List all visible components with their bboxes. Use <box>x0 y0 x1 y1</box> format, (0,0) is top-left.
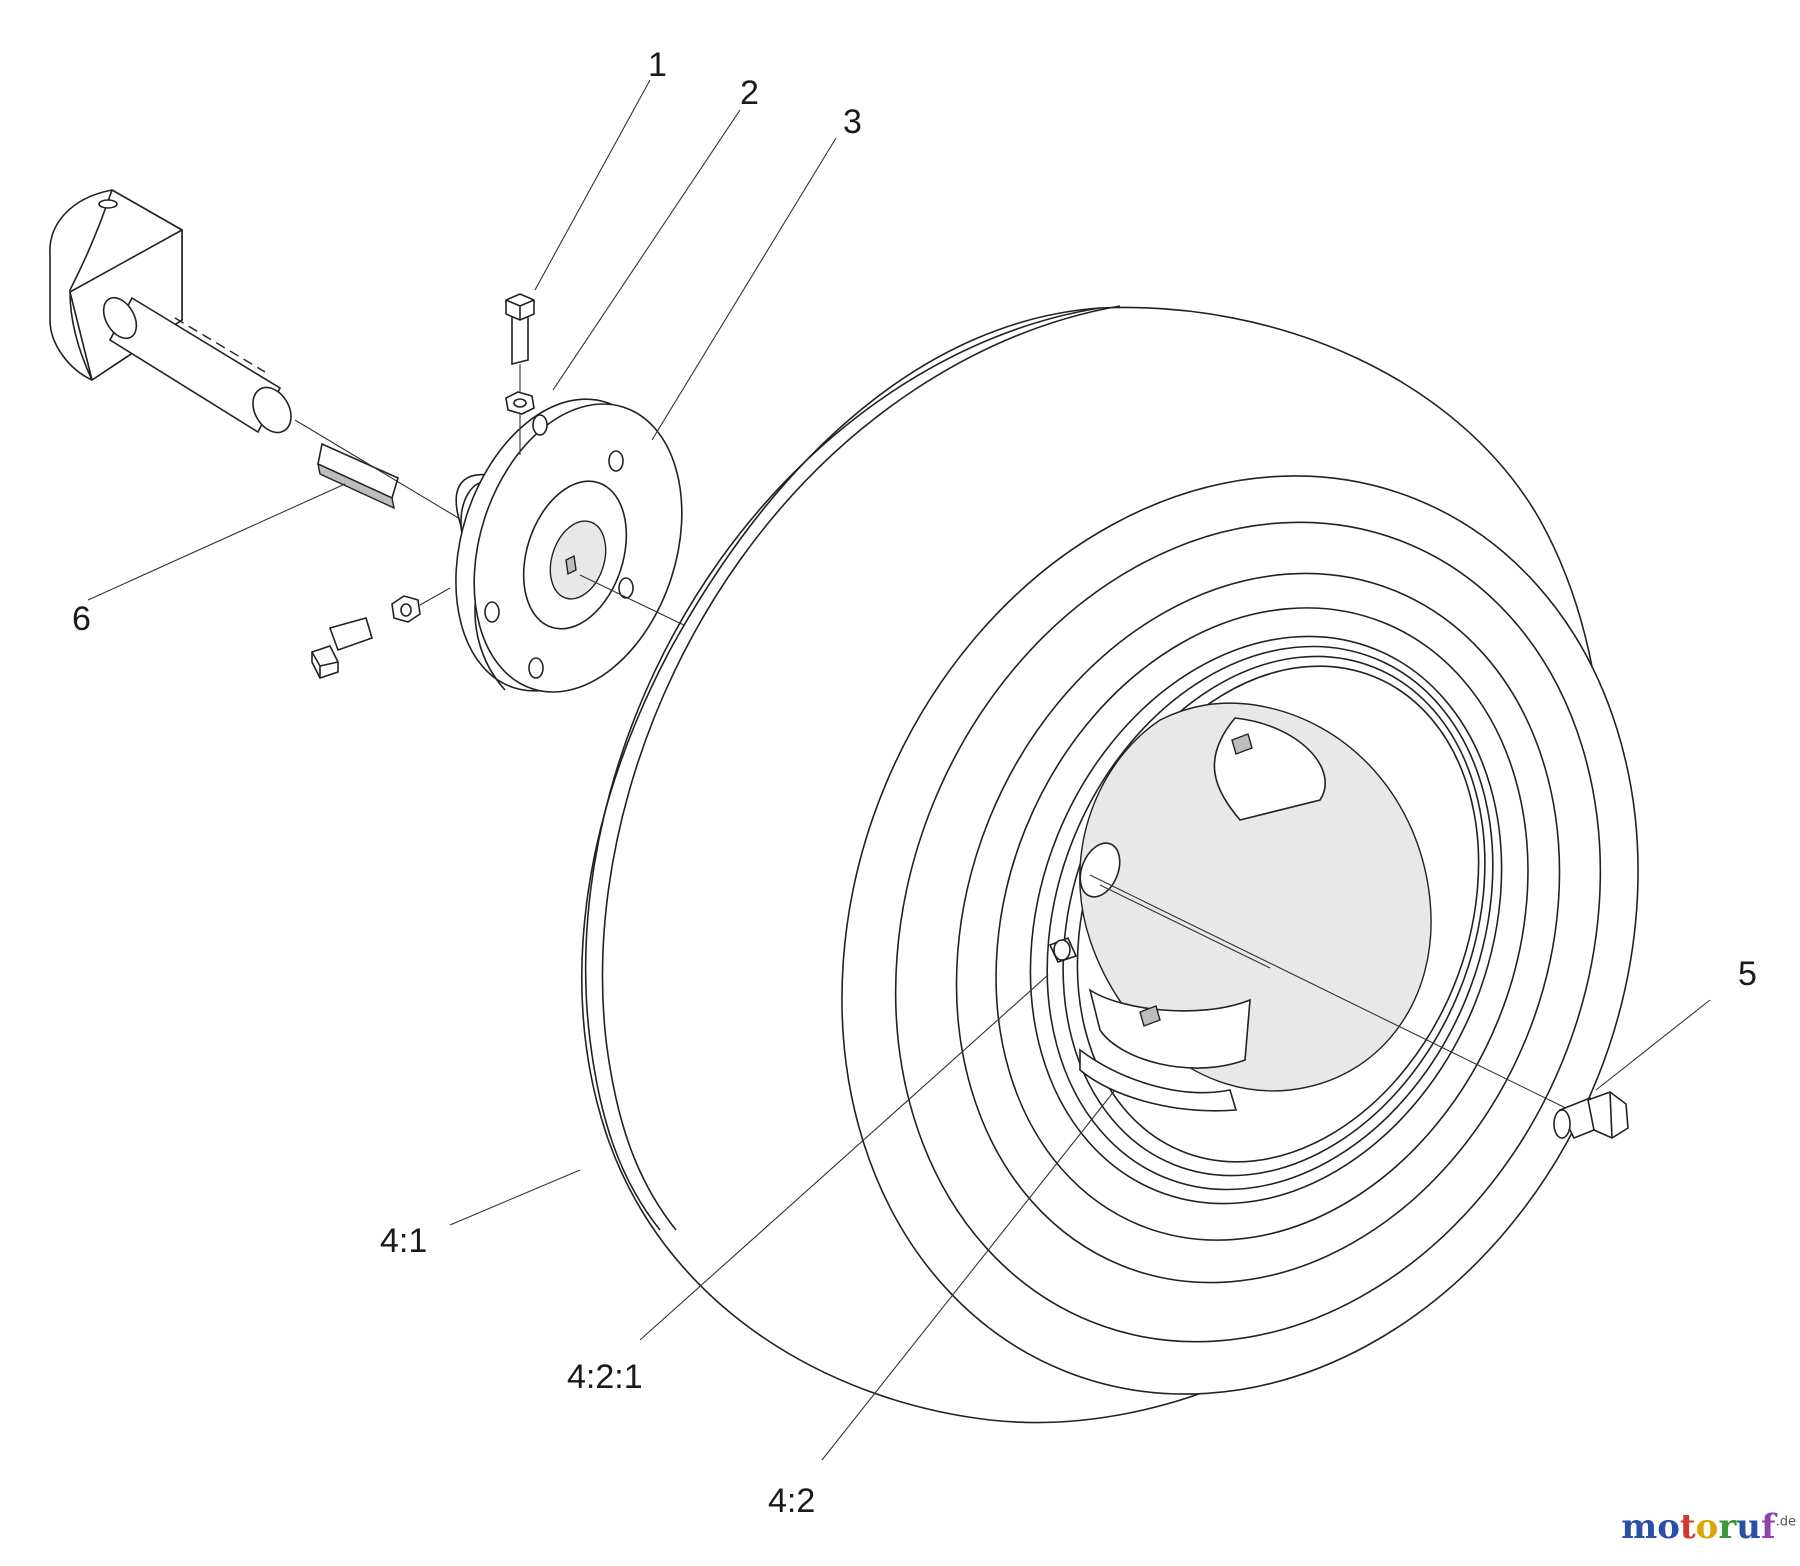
key <box>317 442 399 510</box>
watermark-letter: f <box>1760 1507 1776 1547</box>
valve-stem <box>1553 1091 1629 1140</box>
center-axis-line <box>294 419 471 526</box>
hub-axis-line <box>579 574 691 629</box>
watermark-letter: o <box>1657 1507 1680 1547</box>
watermark-letter: t <box>1679 1507 1696 1547</box>
rim <box>1029 635 1503 1205</box>
watermark-letter: o <box>1695 1507 1719 1547</box>
side-nut-line <box>419 587 451 606</box>
watermark-letter: u <box>1736 1507 1761 1547</box>
callout-1: 1 <box>648 46 667 84</box>
rim-axis-line <box>1089 874 1581 1116</box>
callout-4-2-1: 4:2:1 <box>567 1358 643 1396</box>
watermark-letter: r <box>1718 1507 1737 1547</box>
leader-lines <box>87 79 1711 1461</box>
callout-4-1: 4:1 <box>380 1222 427 1260</box>
top-nut <box>505 391 535 415</box>
callout-4-2: 4:2 <box>768 1482 815 1520</box>
watermark-suffix: .de <box>1775 1514 1796 1530</box>
callout-3: 3 <box>843 103 862 141</box>
side-bolt <box>311 617 373 679</box>
side-nut <box>391 595 421 623</box>
callout-2: 2 <box>740 74 759 112</box>
motoruf-watermark-logo: motoruf.de <box>1621 1507 1796 1547</box>
top-bolt <box>505 293 535 366</box>
callout-5: 5 <box>1738 955 1757 993</box>
wheel-hub <box>455 398 683 693</box>
callout-6: 6 <box>72 600 91 638</box>
watermark-letter: m <box>1621 1507 1658 1547</box>
axle-shaft <box>102 296 292 434</box>
